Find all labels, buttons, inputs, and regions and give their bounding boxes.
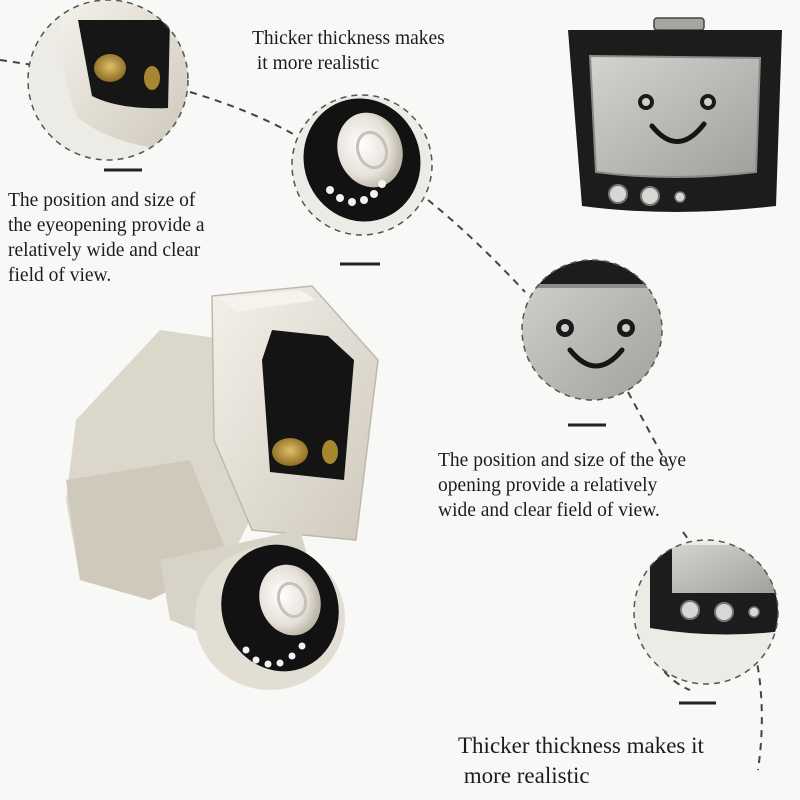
label-underlines [104,168,716,705]
caption-line: opening provide a relatively [438,475,658,496]
caption-line: The position and size of [8,190,196,211]
caption-line: more realistic [458,763,590,788]
camera-illustration [66,285,379,690]
zoom-dome-lens [291,94,433,236]
caption-bottom-thickness: Thicker thickness makes it more realisti… [458,731,704,791]
caption-line: wide and clear field of view. [438,500,660,521]
caption-middle-eye-opening: The position and size of the eye opening… [438,448,686,523]
tv-face-illustration [568,17,782,212]
smiley-face-icon [638,94,716,144]
caption-line: field of view. [8,265,112,286]
caption-line: The position and size of the eye [438,450,687,471]
zoom-tv-buttons [633,539,779,685]
caption-line: it more realistic [252,53,380,74]
zoom-visor-corner [27,0,189,161]
caption-left-eye-opening: The position and size of the eyeopening … [8,188,205,288]
caption-line: relatively wide and clear [8,240,201,261]
caption-top-thickness: Thicker thickness makes it more realisti… [252,26,445,76]
caption-line: the eyeopening provide a [8,215,205,236]
caption-line: Thicker thickness makes it [458,733,704,758]
zoom-tv-face [521,259,663,401]
caption-line: Thicker thickness makes [252,28,445,49]
